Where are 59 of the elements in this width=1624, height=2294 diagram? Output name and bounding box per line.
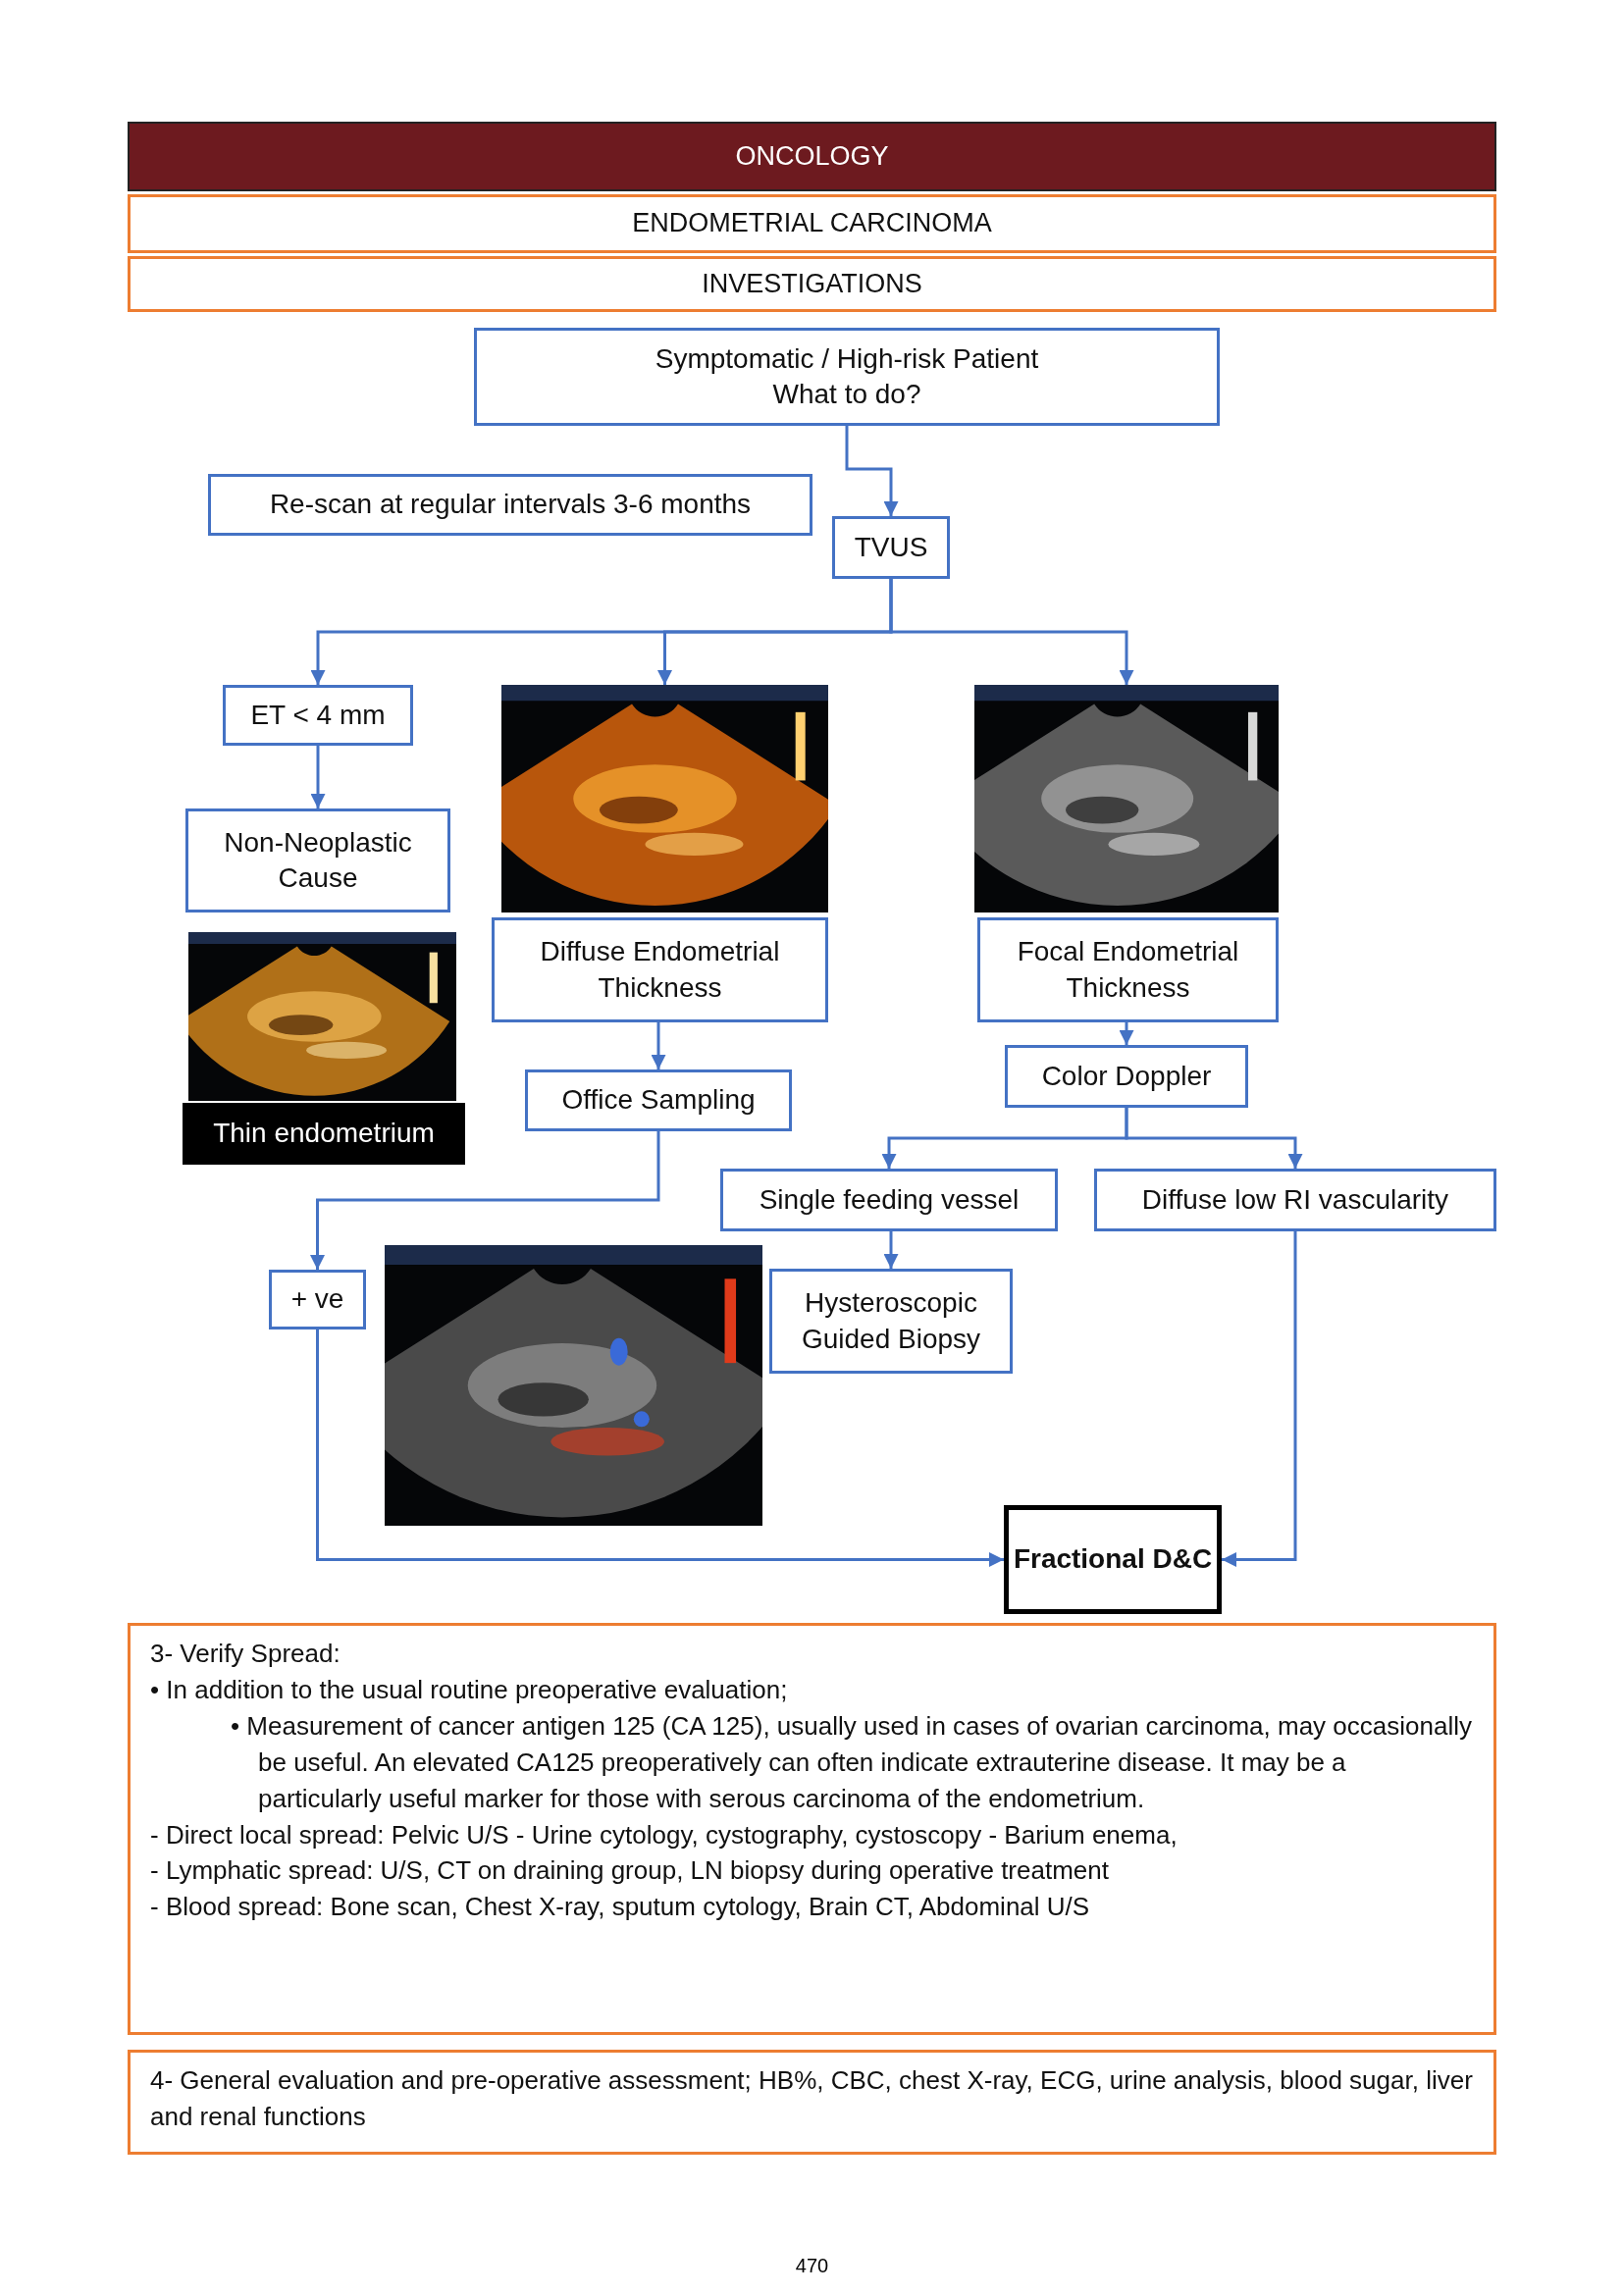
box-text: INVESTIGATIONS <box>702 267 922 300</box>
arrow <box>1125 1108 1303 1169</box>
process-box <box>832 516 950 579</box>
box-text: ET < 4 mm <box>250 698 386 732</box>
arrow <box>1222 1231 1297 1567</box>
note-text: - Blood spread: Bone scan, Chest X-ray, sputum cytology, Brain CT, Abdominal U/S <box>150 1891 1091 1924</box>
note-box <box>128 1623 1496 2035</box>
header-band <box>128 122 1496 191</box>
picture <box>974 685 1279 912</box>
note-text: - Lymphatic spread: U/S, CT on draining group, LN biopsy during operative treatment <box>150 1854 1110 1888</box>
heading-box <box>128 194 1496 253</box>
box-text: Thin endometrium <box>213 1117 435 1151</box>
note-text: • In addition to the usual routine preoperative evaluation; <box>150 1673 789 1706</box>
box-text: Hysteroscopic Guided Biopsy <box>800 1286 982 1356</box>
box-text: TVUS <box>854 530 928 564</box>
arrow <box>883 1231 899 1269</box>
process-box <box>185 808 450 912</box>
process-box <box>208 474 812 536</box>
note-box <box>128 2050 1496 2155</box>
box-text: Re-scan at regular intervals 3-6 months <box>269 488 752 522</box>
box-text: Fractional D&C <box>1013 1542 1213 1577</box>
process-box <box>1005 1045 1248 1108</box>
caption-box <box>183 1103 465 1165</box>
box-text: Focal Endometrial Thickness <box>1016 935 1240 1005</box>
note-text: 3- Verify Spread: <box>150 1638 341 1670</box>
arrow <box>889 579 1134 685</box>
box-text: Diffuse Endometrial Thickness <box>539 935 781 1005</box>
picture <box>501 685 828 912</box>
process-box <box>525 1069 792 1131</box>
box-text: What to do? <box>772 378 921 411</box>
arrow <box>310 1131 660 1270</box>
arrow <box>651 1022 666 1069</box>
arrow <box>316 1329 1004 1567</box>
note-text: - Direct local spread: Pelvic U/S - Urine cytology, cystography, cystoscopy - Barium enema, <box>150 1818 1179 1851</box>
arrow <box>1119 1022 1134 1045</box>
process-box <box>977 917 1279 1022</box>
note-text: • Measurement of cancer antigen 125 (CA 125), usually used in cases of ovarian carcinoma, may occasionally be useful. An elevated CA125 preoperatively can often indicate extrauterine disease. It may be a particularly useful marker for those with serous carcinoma of the endometrium. <box>230 1709 1473 1815</box>
box-text: Color Doppler <box>1041 1059 1212 1093</box>
process-box <box>492 917 828 1022</box>
box-text: ENDOMETRIAL CARCINOMA <box>632 207 992 240</box>
box-text: ONCOLOGY <box>735 139 889 173</box>
box-text: Non-Neoplastic Cause <box>223 825 413 895</box>
process-box <box>269 1270 366 1329</box>
process-box <box>769 1269 1013 1374</box>
box-text: + ve <box>290 1282 344 1317</box>
note-text: 4- General evaluation and pre-operative assessment; HB%, CBC, chest X-ray, ECG, urine analysis, blood sugar, liver and renal functions <box>150 2064 1474 2133</box>
process-box <box>720 1169 1058 1231</box>
page-number: 470 <box>794 2255 830 2277</box>
box-text: Symptomatic / High-risk Patient <box>655 341 1039 376</box>
box-text: Office Sampling <box>561 1083 756 1118</box>
box-text: Single feeding vessel <box>759 1182 1020 1217</box>
outcome-box <box>1004 1505 1222 1614</box>
box-text: Diffuse low RI vascularity <box>1141 1182 1449 1217</box>
arrow <box>310 746 326 808</box>
process-box <box>1094 1169 1496 1231</box>
process-box <box>223 685 413 746</box>
arrow <box>845 426 899 516</box>
process-box <box>474 328 1220 426</box>
heading-box <box>128 256 1496 312</box>
